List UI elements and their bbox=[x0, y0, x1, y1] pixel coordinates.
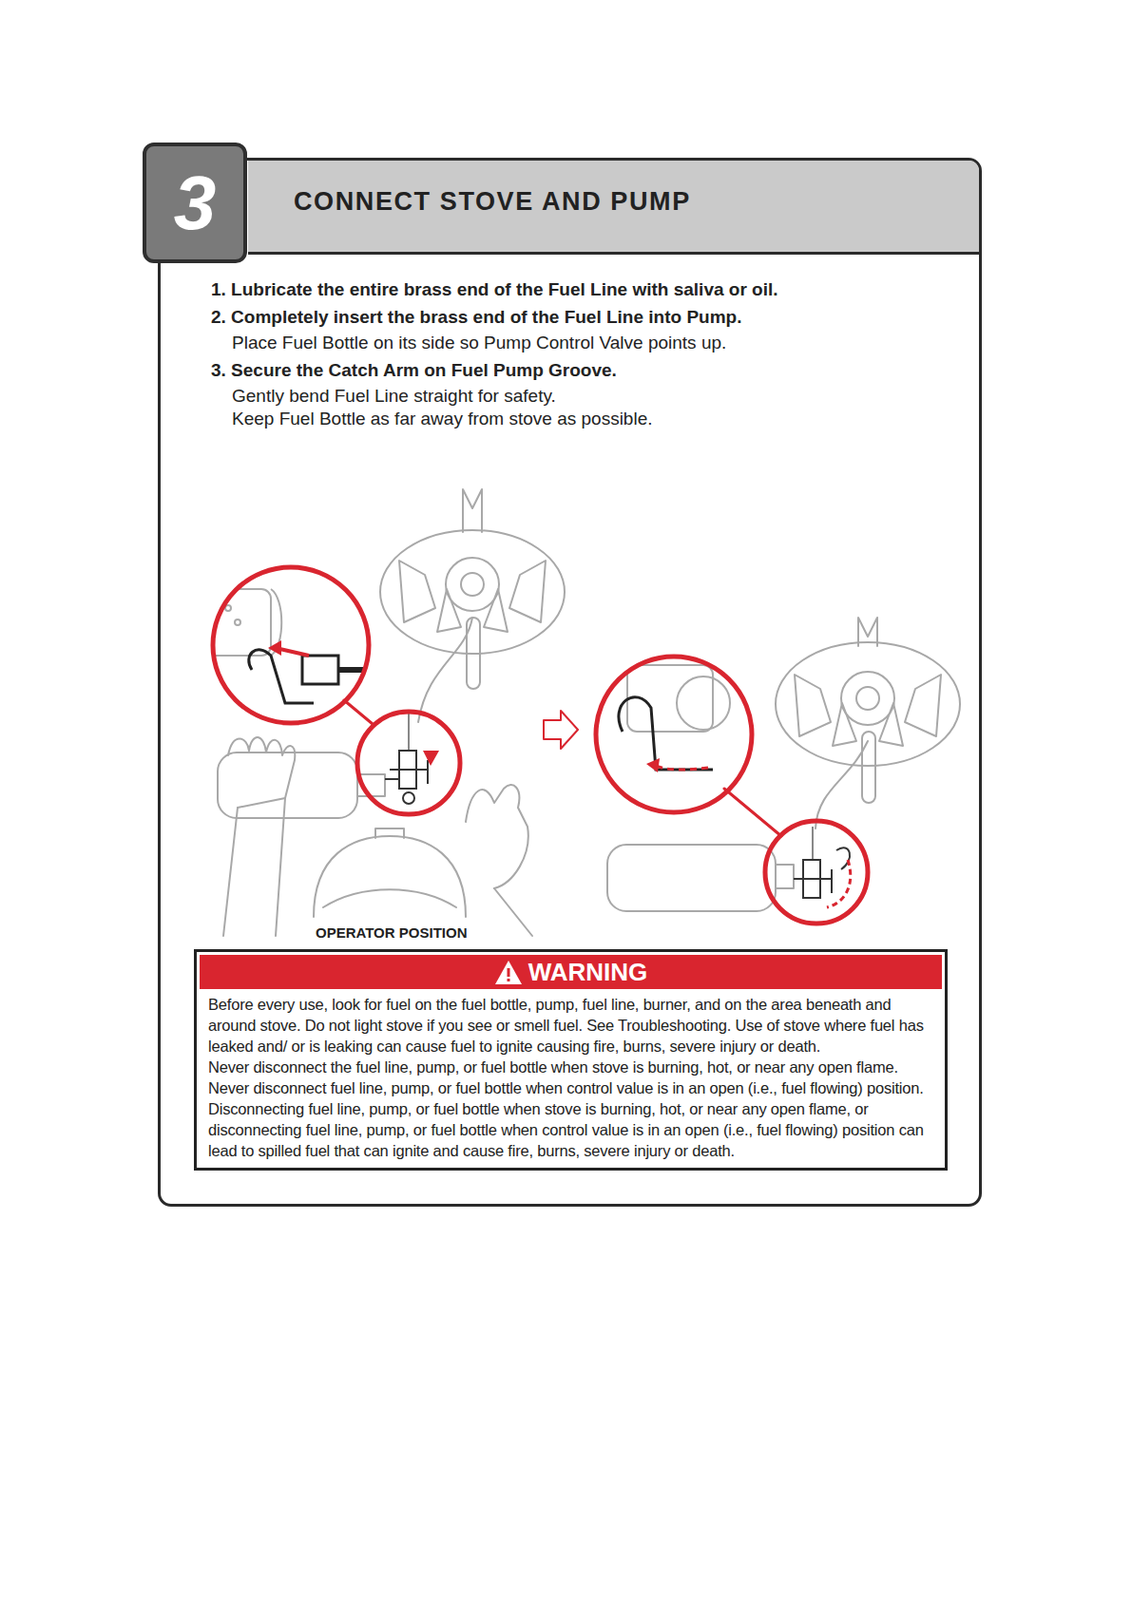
warning-band: WARNING bbox=[199, 955, 942, 990]
warning-triangle bbox=[494, 959, 523, 986]
instruction-step: 3. Secure the Catch Arm on Fuel Pump Gro… bbox=[211, 360, 617, 382]
warning-text: Never disconnect the fuel line, pump, or… bbox=[196, 1057, 945, 1163]
warning-heading: WARNING bbox=[528, 959, 649, 985]
position-label: OPERATOR POSITION bbox=[313, 924, 469, 941]
step-number: 3 bbox=[173, 165, 217, 242]
instruction-note: Place Fuel Bottle on its side so Pump Co… bbox=[231, 332, 727, 354]
step-number-box: 3 bbox=[142, 142, 248, 264]
warning-text: Before every use, look for fuel on the f… bbox=[196, 995, 945, 1058]
instruction-step: 2. Completely insert the brass end of th… bbox=[211, 306, 742, 328]
instruction-step: 1. Lubricate the entire brass end of the… bbox=[211, 279, 779, 301]
instruction-note: Gently bend Fuel Line straight for safet… bbox=[231, 385, 557, 407]
instruction-note: Keep Fuel Bottle as far away from stove … bbox=[231, 408, 653, 430]
warning-box: WARNING Before every use, look for fuel o… bbox=[193, 949, 948, 1171]
section-title: CONNECT STOVE AND PUMP bbox=[293, 187, 691, 217]
